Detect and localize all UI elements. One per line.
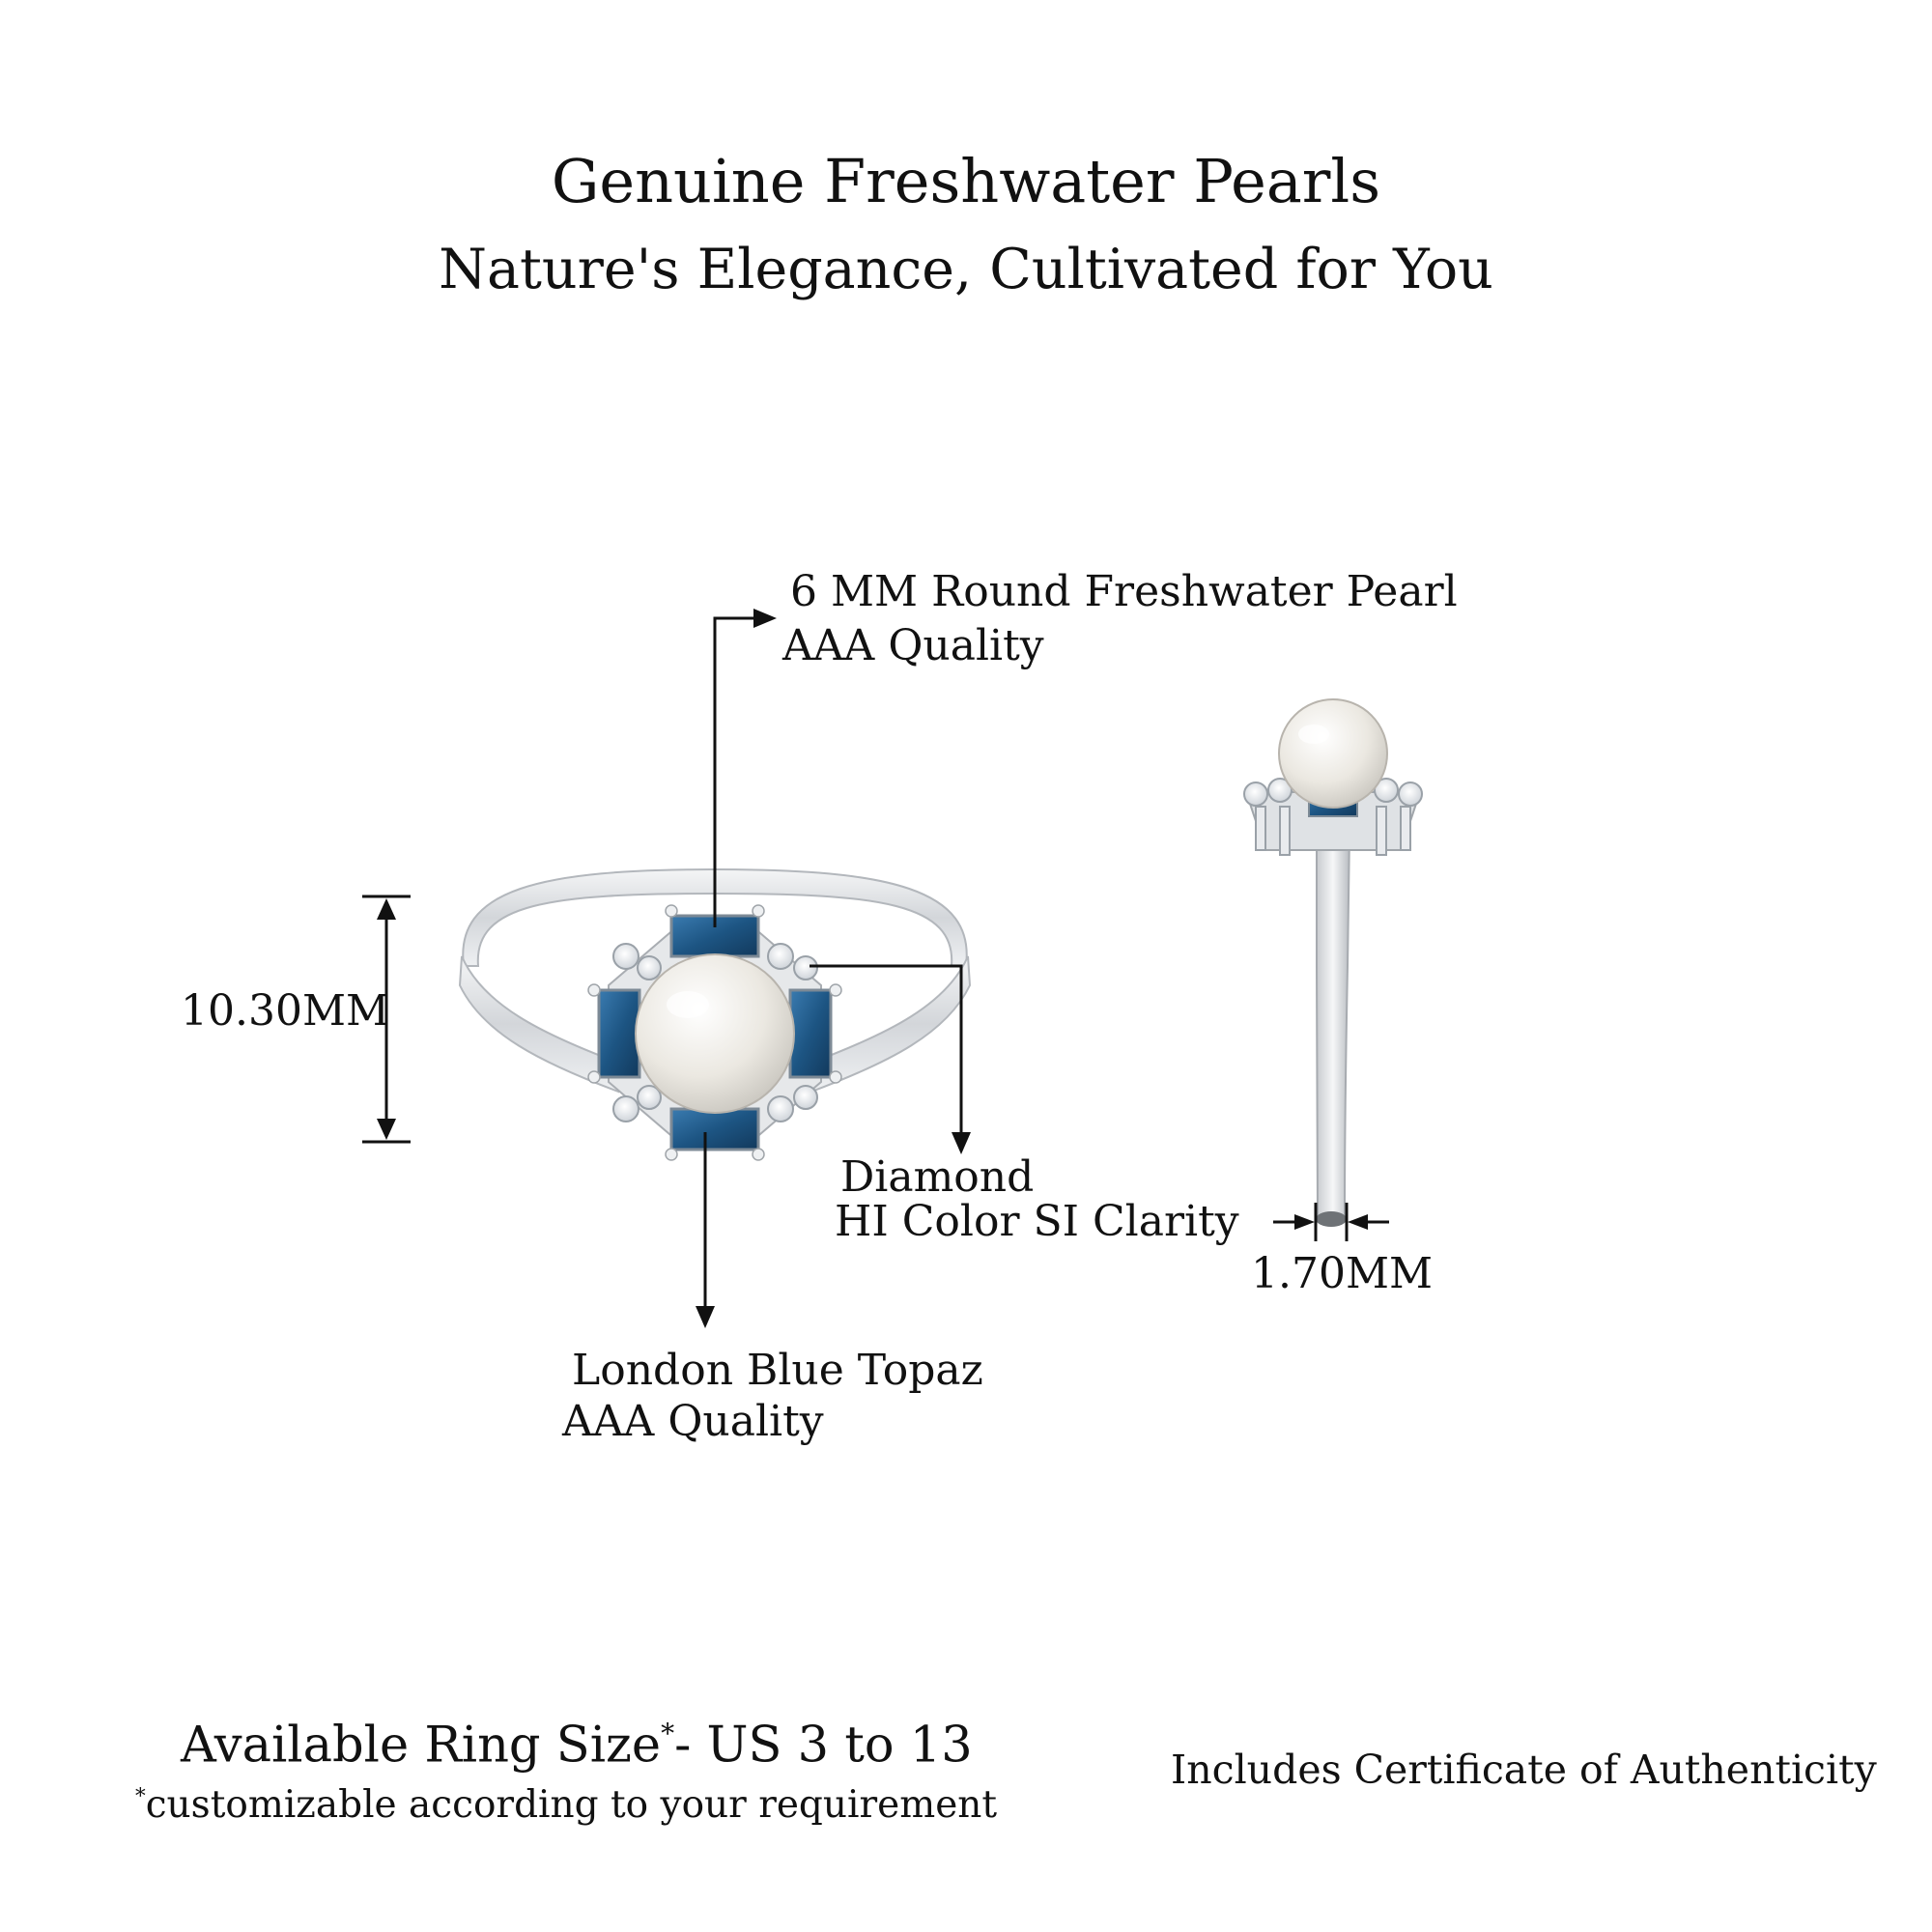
note-asterisk: * [135, 1784, 146, 1808]
topaz-callout-quality: AAA Quality [562, 1397, 824, 1446]
certificate-text: Includes Certificate of Authenticity [1171, 1747, 1877, 1793]
pearl-callout-quality: AAA Quality [782, 621, 1044, 670]
ring-size-asterisk: * [661, 1718, 675, 1749]
callout-arrowheads [377, 609, 1368, 1328]
ring-size-label: Available Ring Size [181, 1717, 662, 1775]
pearl-callout-title: 6 MM Round Freshwater Pearl [790, 567, 1458, 616]
note-text: customizable according to your requireme… [145, 1783, 998, 1827]
ring-size-value: - US 3 to 13 [674, 1717, 973, 1775]
page-title: Genuine Freshwater Pearls [551, 146, 1381, 216]
side-view-ring [1243, 698, 1423, 1227]
ring-size-line: Available Ring Size*- US 3 to 13 [181, 1704, 973, 1776]
band-width-dimension-label: 1.70MM [1251, 1249, 1434, 1298]
callout-lines [362, 616, 1389, 1314]
topaz-callout-title: London Blue Topaz [572, 1346, 983, 1395]
customization-note: *customizable according to your requirem… [135, 1774, 997, 1829]
page-subtitle: Nature's Elegance, Cultivated for You [439, 238, 1493, 301]
diamond-callout-title: Diamond [840, 1152, 1035, 1202]
height-dimension-label: 10.30MM [181, 986, 390, 1036]
front-view-ring [458, 867, 972, 1161]
diamond-callout-quality: HI Color SI Clarity [835, 1197, 1239, 1246]
